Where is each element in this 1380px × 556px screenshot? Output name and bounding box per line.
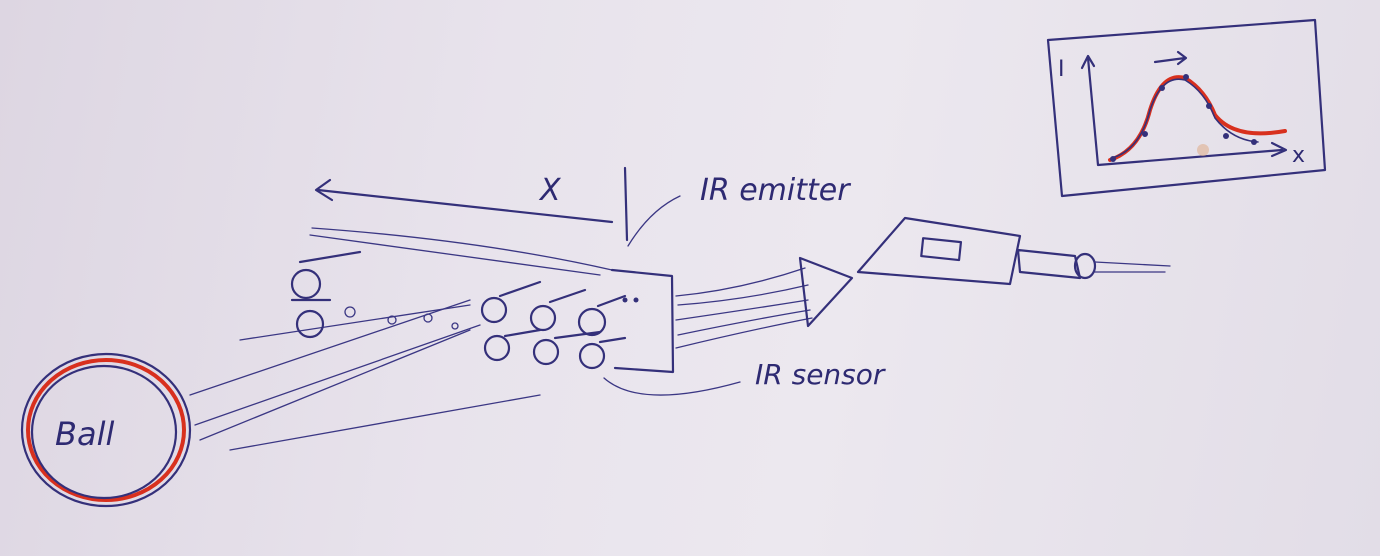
inset-x-axis-label: x	[1292, 143, 1305, 168]
ir-sensor-label: IR sensor	[755, 358, 886, 391]
ir-array	[480, 268, 675, 374]
beam-lines	[189, 227, 613, 451]
sensor-leader	[603, 377, 741, 396]
microcontroller-board	[856, 216, 1171, 286]
distance-label: X	[538, 173, 562, 208]
inset-y-axis-label: I	[1058, 57, 1065, 82]
ball	[20, 352, 192, 508]
distance-arrow	[314, 166, 629, 242]
ir-emitter-label: IR emitter	[700, 173, 851, 208]
distant-sensor-pair	[290, 250, 459, 339]
emitter-leader	[627, 195, 681, 247]
cable-bundle	[675, 256, 854, 349]
ball-label: Ball	[55, 415, 114, 453]
inset-intensity-graph	[1046, 18, 1327, 198]
